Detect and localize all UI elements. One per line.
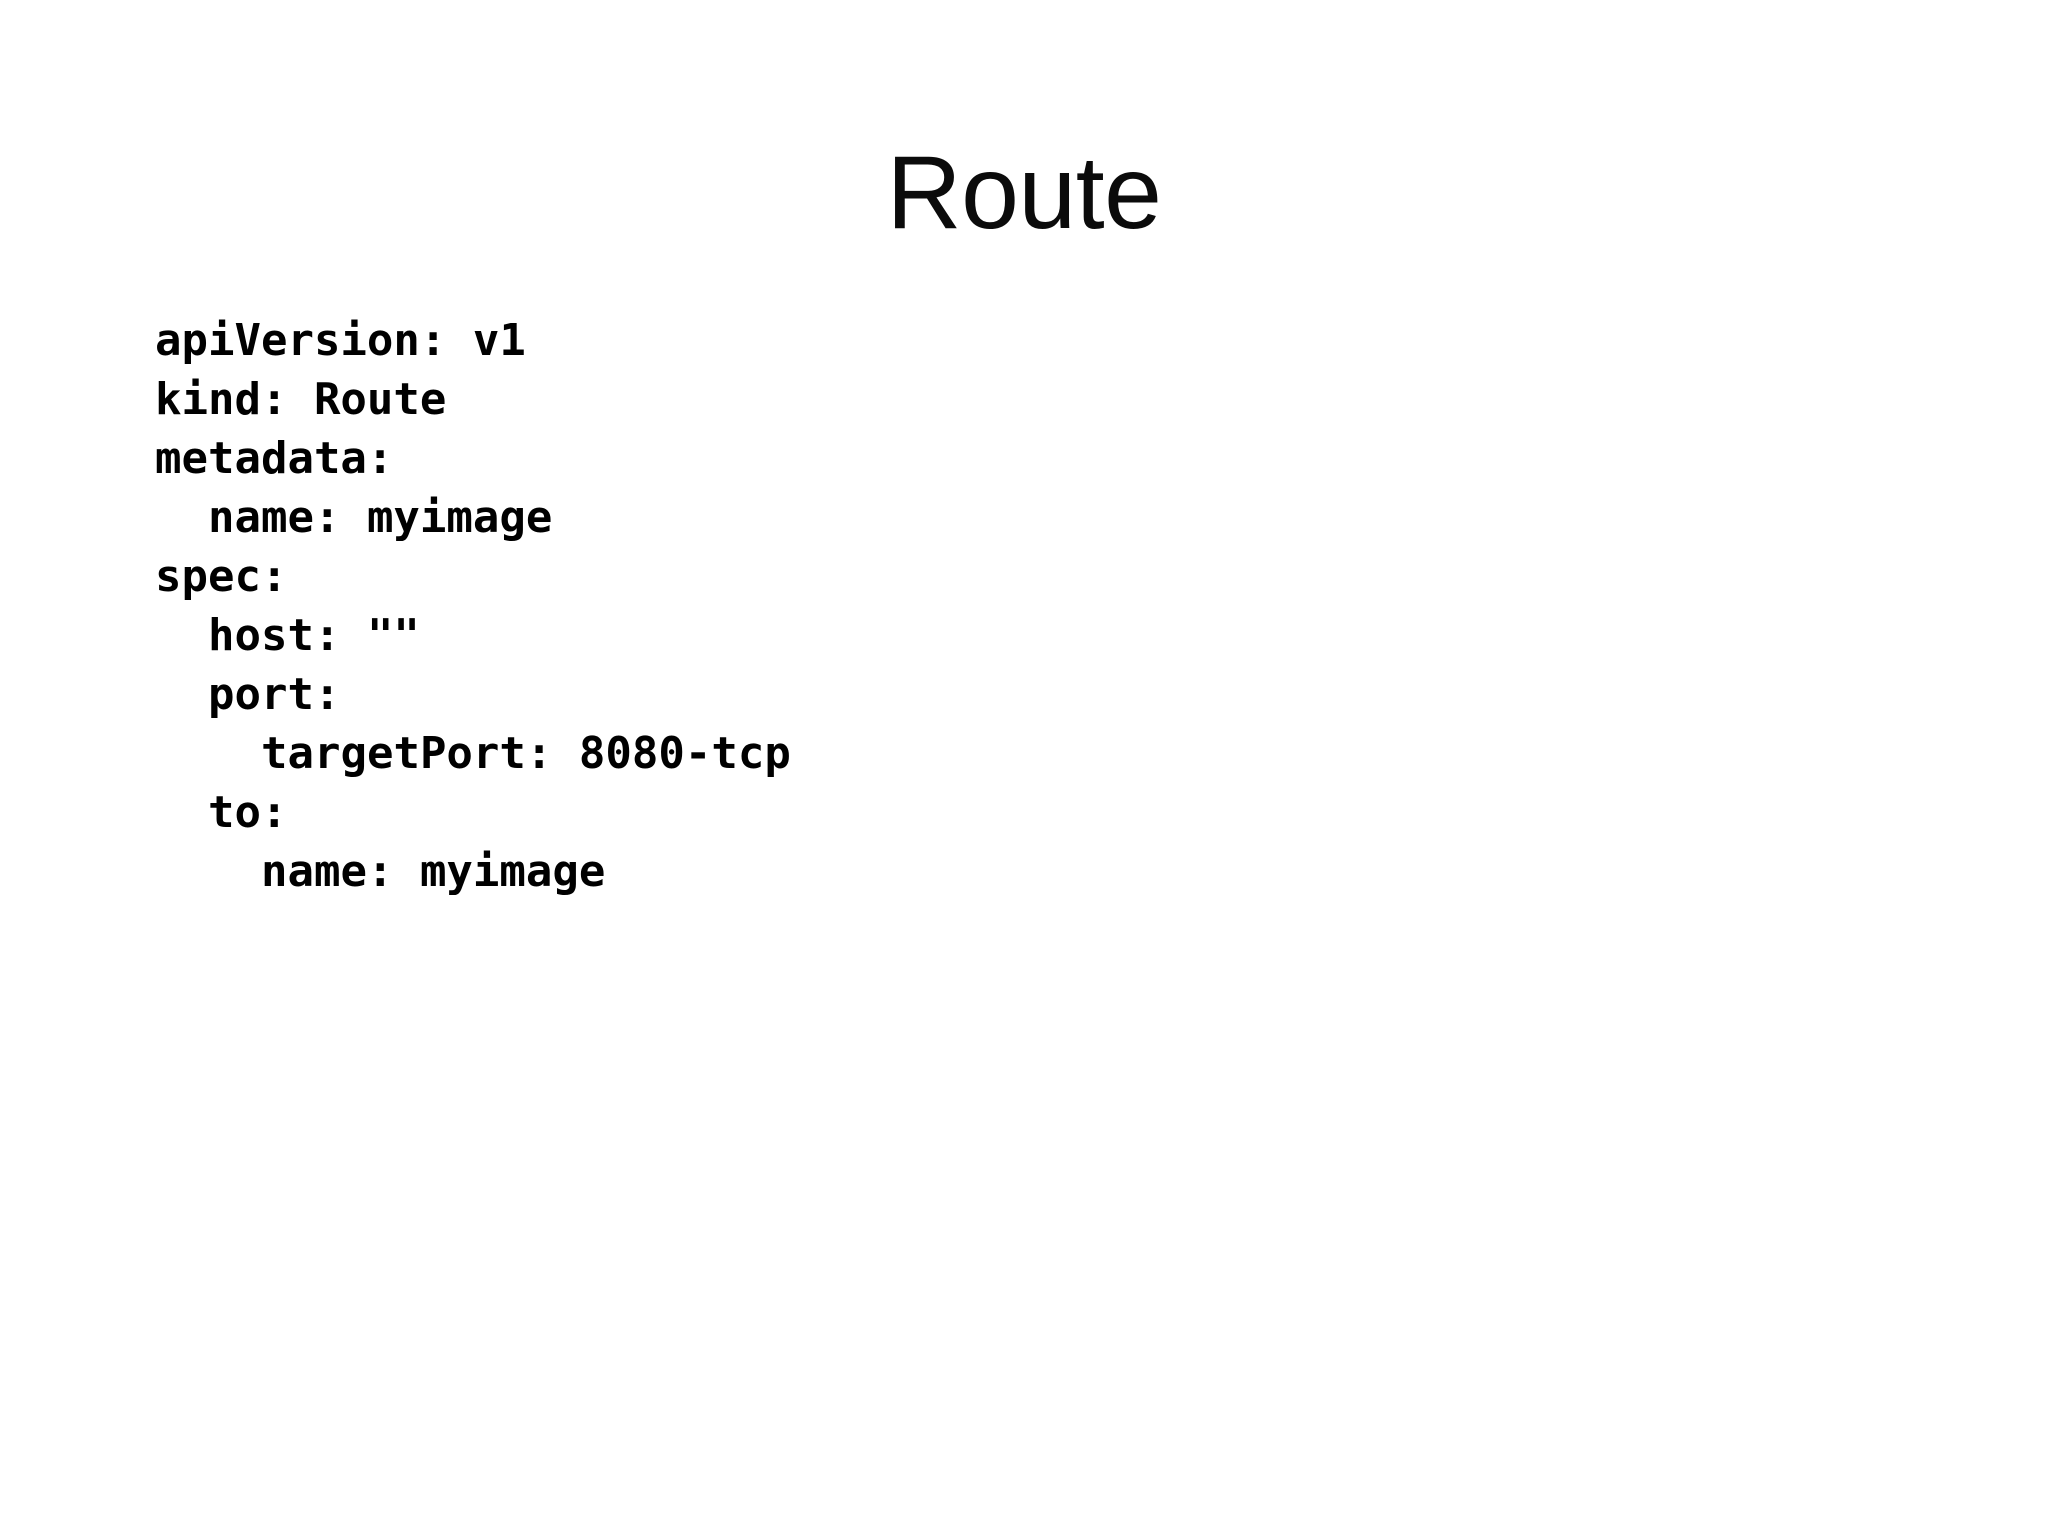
code-line: kind: Route [155,374,447,425]
code-line: host: "" [208,610,420,661]
code-line: port: [208,669,341,720]
code-line: spec: [155,551,288,602]
yaml-code-block: apiVersion: v1 kind: Route metadata: name: … [155,311,1555,901]
code-line: targetPort: 8080-tcp [261,728,791,779]
code-line: apiVersion: v1 [155,315,526,366]
code-line: metadata: [155,433,394,484]
page-title: Route [886,134,1162,251]
code-line: name: myimage [261,846,606,897]
code-line: to: [208,787,288,838]
code-line: name: myimage [208,492,553,543]
